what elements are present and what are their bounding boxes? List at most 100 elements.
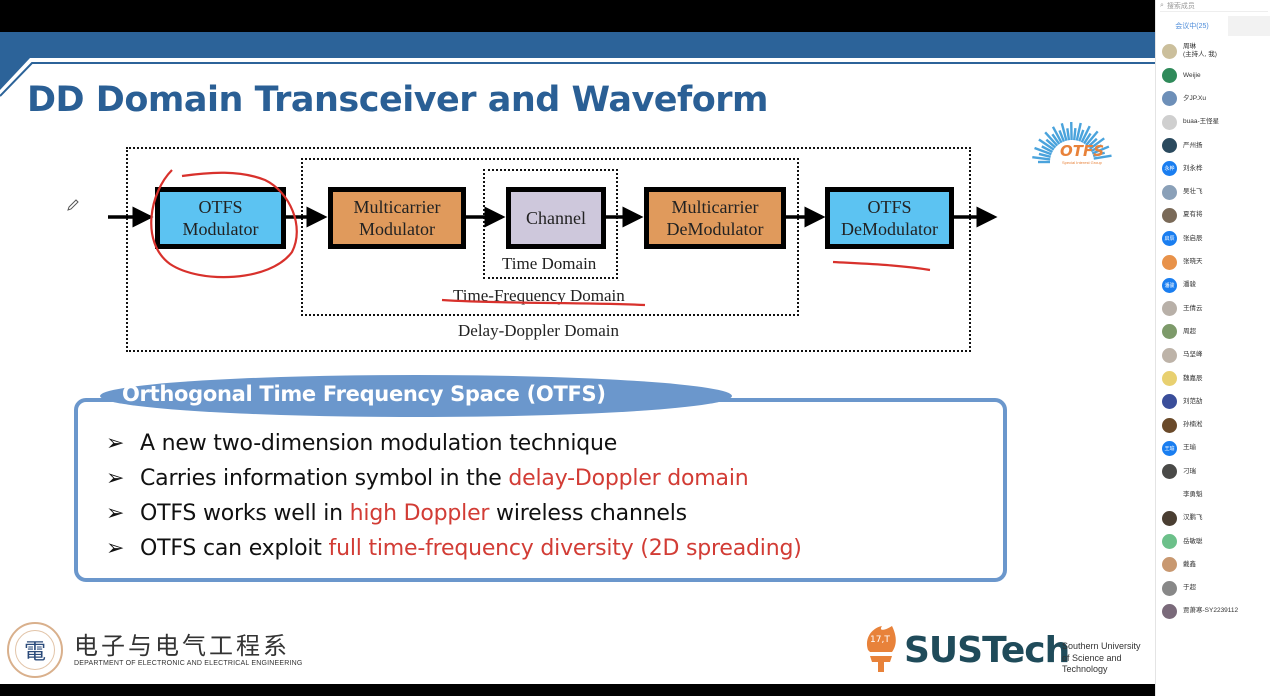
member-item[interactable]: 夕JP.Xu bbox=[1162, 87, 1270, 110]
member-name-text: 马坚峰 bbox=[1183, 351, 1203, 359]
avatar bbox=[1162, 580, 1177, 596]
logo-ray bbox=[1091, 145, 1110, 155]
member-name: 马坚峰 bbox=[1183, 351, 1203, 359]
member-item[interactable]: buaa-王怪星 bbox=[1162, 111, 1270, 134]
member-name-text: 吴壮飞 bbox=[1183, 188, 1203, 196]
logo-ray bbox=[1058, 129, 1066, 142]
member-name: 孙楠淞 bbox=[1183, 421, 1203, 429]
tab-other[interactable] bbox=[1228, 16, 1270, 36]
member-name-text: 潘骏 bbox=[1183, 281, 1196, 289]
bullet-highlight: delay-Doppler domain bbox=[508, 466, 749, 491]
member-name-text: 刘永桦 bbox=[1183, 164, 1203, 172]
member-item[interactable]: 孙楠淞 bbox=[1162, 413, 1270, 436]
avatar: 启辰 bbox=[1162, 231, 1177, 247]
avatar bbox=[1162, 557, 1177, 573]
bullet-text: A new two-dimension modulation technique bbox=[140, 431, 618, 456]
logo-ray bbox=[1051, 133, 1061, 145]
member-item[interactable]: 张晓天 bbox=[1162, 250, 1270, 273]
member-name-text: buaa-王怪星 bbox=[1183, 118, 1220, 126]
member-item[interactable]: 潘骏潘骏 bbox=[1162, 274, 1270, 297]
avatar bbox=[1162, 207, 1177, 223]
member-name: 吴壮飞 bbox=[1183, 188, 1203, 196]
sustech-sub-line: of Science and bbox=[1062, 652, 1122, 663]
member-name: 夕JP.Xu bbox=[1183, 95, 1206, 103]
time-frequency-region bbox=[301, 158, 799, 316]
member-item[interactable]: 戴鑫 bbox=[1162, 553, 1270, 576]
avatar bbox=[1162, 184, 1177, 200]
bottom-letterbox bbox=[0, 684, 1155, 696]
bullet-item: ➢ Carries information symbol in the delay… bbox=[106, 461, 802, 496]
annotation-underline bbox=[441, 298, 646, 307]
member-name-text: 孙楠淞 bbox=[1183, 421, 1203, 429]
member-name-text: 于超 bbox=[1183, 584, 1196, 592]
member-item[interactable]: 刘范劼 bbox=[1162, 390, 1270, 413]
member-name: 戴鑫 bbox=[1183, 561, 1196, 569]
bullet-arrow-icon: ➢ bbox=[106, 466, 125, 491]
bullet-text: Carries information symbol in the bbox=[140, 466, 509, 491]
member-item[interactable]: 魏嘉辰 bbox=[1162, 367, 1270, 390]
logo-ray bbox=[1083, 132, 1092, 145]
logo-ray bbox=[1090, 144, 1103, 153]
department-seal-logo: 電 bbox=[7, 622, 63, 678]
member-item[interactable]: 于超 bbox=[1162, 577, 1270, 600]
member-name: buaa-王怪星 bbox=[1183, 118, 1219, 126]
avatar bbox=[1162, 91, 1177, 107]
delay-doppler-domain-label: Delay-Doppler Domain bbox=[458, 321, 619, 340]
member-name: 周琳(主持人, 我) bbox=[1183, 43, 1217, 59]
member-item[interactable]: 吴壮飞 bbox=[1162, 180, 1270, 203]
channel-block: Channel bbox=[506, 187, 606, 249]
panel-heading: Orthogonal Time Frequency Space (OTFS) bbox=[122, 382, 606, 406]
member-item[interactable]: 李勇魁 bbox=[1162, 483, 1270, 506]
avatar: 王瑜 bbox=[1162, 440, 1177, 456]
bullet-highlight: full time-frequency diversity (2D spread… bbox=[328, 536, 802, 561]
member-name-text: 岳敏聪 bbox=[1183, 537, 1203, 545]
member-item[interactable]: 贾萧寒-SY2239112 bbox=[1162, 600, 1270, 623]
member-item[interactable]: 周超 bbox=[1162, 320, 1270, 343]
member-item[interactable]: 岳敏聪 bbox=[1162, 530, 1270, 553]
member-name-text: 严州扬 bbox=[1183, 141, 1203, 149]
member-item[interactable]: 王瑜王瑜 bbox=[1162, 437, 1270, 460]
member-item[interactable]: 严州扬 bbox=[1162, 134, 1270, 157]
member-name: 潘骏 bbox=[1183, 281, 1196, 289]
member-item[interactable]: 永桦刘永桦 bbox=[1162, 157, 1270, 180]
sustech-sub-line: Technology bbox=[1062, 664, 1108, 674]
member-name-text: 刁瑞 bbox=[1183, 467, 1196, 475]
annotation-underline bbox=[832, 260, 931, 272]
time-frequency-domain-label: Time-Frequency Domain bbox=[453, 286, 625, 305]
member-item[interactable]: 马坚峰 bbox=[1162, 344, 1270, 367]
member-search-input[interactable]: ⌕ 搜索成员 bbox=[1160, 0, 1268, 12]
shared-slide: DD Domain Transceiver and Waveform OTFS … bbox=[0, 32, 1155, 684]
top-letterbox bbox=[0, 0, 1155, 32]
bullet-item: ➢OTFS works well in high Doppler wireles… bbox=[106, 496, 802, 531]
member-item[interactable]: 汉鹏飞 bbox=[1162, 507, 1270, 530]
member-name: 岳敏聪 bbox=[1183, 538, 1203, 546]
logo-ray bbox=[1038, 152, 1051, 158]
member-name: 李勇魁 bbox=[1183, 491, 1203, 499]
member-name: 魏嘉辰 bbox=[1183, 375, 1203, 383]
bullet-text: wireless channels bbox=[489, 501, 687, 526]
member-item[interactable]: 王倩云 bbox=[1162, 297, 1270, 320]
member-name: 刁瑞 bbox=[1183, 468, 1196, 476]
avatar bbox=[1162, 254, 1177, 270]
otfs-sig-logo: OTFS Special Interest Group bbox=[1032, 121, 1112, 165]
tab-in-meeting[interactable]: 会议中(25) bbox=[1175, 23, 1209, 30]
member-name: 张晓天 bbox=[1183, 258, 1203, 266]
member-item[interactable]: 周琳(主持人, 我) bbox=[1162, 38, 1270, 64]
member-name-text: 戴鑫 bbox=[1183, 560, 1196, 568]
member-item[interactable]: 夏有将 bbox=[1162, 204, 1270, 227]
member-item[interactable]: 启辰张启辰 bbox=[1162, 227, 1270, 250]
avatar bbox=[1162, 43, 1177, 59]
pencil-icon[interactable] bbox=[66, 198, 80, 212]
logo-ray bbox=[1044, 131, 1059, 147]
member-name-text: 李勇魁 bbox=[1183, 490, 1203, 498]
block-label: DeModulator bbox=[666, 219, 764, 239]
member-item[interactable]: 刁瑞 bbox=[1162, 460, 1270, 483]
member-item[interactable]: Weijie bbox=[1162, 64, 1270, 87]
avatar: 永桦 bbox=[1162, 161, 1177, 177]
avatar bbox=[1162, 114, 1177, 130]
block-label: OTFS bbox=[198, 197, 243, 217]
member-name-text: 周琳 bbox=[1183, 43, 1196, 50]
